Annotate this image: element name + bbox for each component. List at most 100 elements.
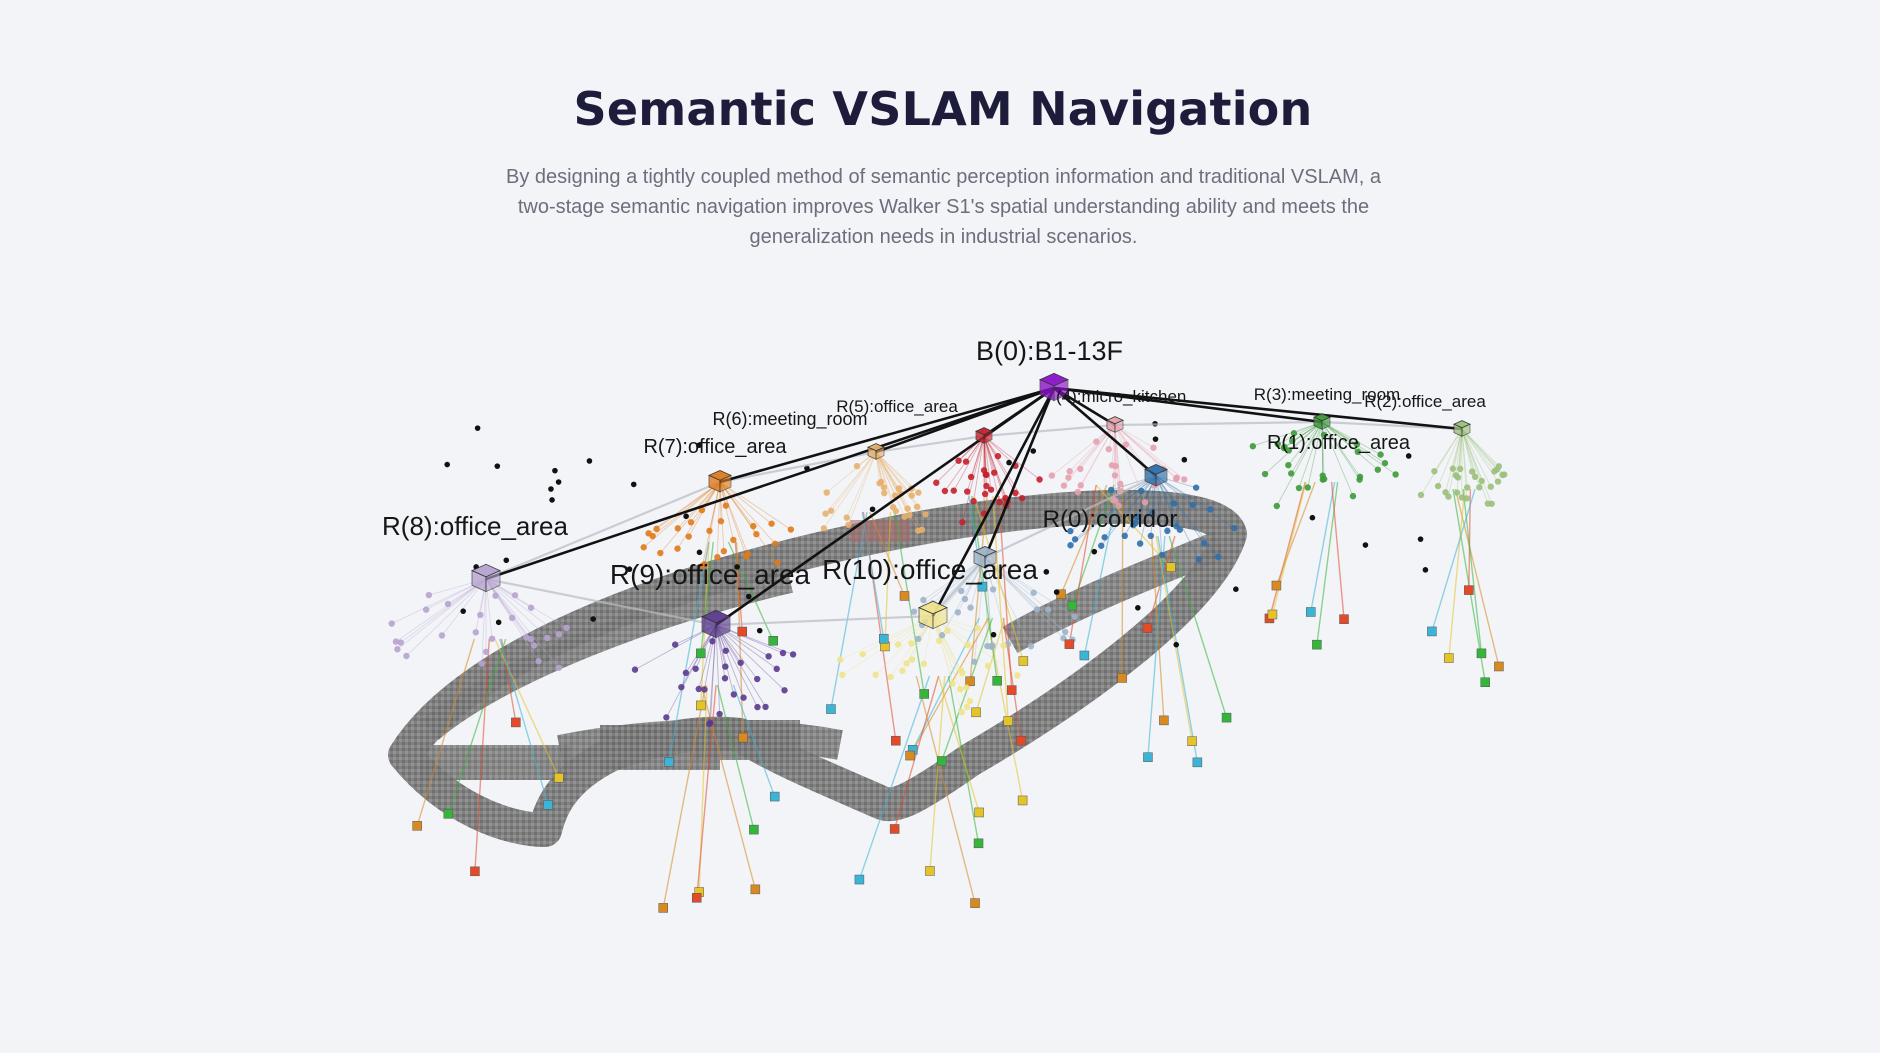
room-labels: R(0):corridorR(1):office_areaR(2):office… xyxy=(382,336,1486,590)
object-link xyxy=(923,557,986,601)
object-link xyxy=(1124,475,1157,537)
object-drop-link xyxy=(1271,481,1307,615)
object-drop-link xyxy=(1083,484,1121,656)
object-node xyxy=(915,635,922,643)
object-node xyxy=(915,527,922,534)
object-link xyxy=(1079,424,1116,470)
object-link xyxy=(1155,475,1205,544)
marker-dot xyxy=(444,461,451,468)
object-drop-link xyxy=(929,675,946,872)
object-node xyxy=(822,510,829,517)
object-node xyxy=(773,665,780,673)
object-link xyxy=(485,578,532,640)
object-link xyxy=(1276,421,1323,507)
object-node xyxy=(425,591,433,599)
floor-object-cube xyxy=(1016,735,1026,746)
object-link xyxy=(1461,428,1473,472)
floor-object-cube xyxy=(737,626,748,637)
object-node xyxy=(1476,484,1483,491)
object-node xyxy=(754,675,761,683)
object-link xyxy=(973,435,985,502)
object-node xyxy=(843,514,850,521)
object-node xyxy=(996,498,1003,506)
object-node xyxy=(920,660,928,668)
object-link xyxy=(485,578,548,639)
room-label-r1: R(1):office_area xyxy=(1267,432,1411,454)
object-link xyxy=(1051,424,1116,476)
object-node xyxy=(1285,461,1292,469)
floor-object-cube xyxy=(889,824,900,834)
object-link xyxy=(1104,475,1157,538)
marker-dot xyxy=(1006,459,1012,466)
marker-dot xyxy=(1030,448,1037,454)
object-link xyxy=(847,451,877,526)
floor-object-cube xyxy=(769,791,780,802)
object-node xyxy=(1067,542,1074,549)
object-drop-link xyxy=(494,638,560,779)
object-drop-link xyxy=(998,495,1013,691)
object-node xyxy=(720,548,728,555)
floor-object-cube xyxy=(1017,795,1028,806)
object-node xyxy=(827,507,835,514)
floor-object-cube xyxy=(1006,685,1017,695)
object-link xyxy=(932,615,963,713)
floor-object-cube xyxy=(1476,648,1487,659)
object-node xyxy=(958,708,965,716)
room-node-r10 xyxy=(918,600,948,630)
floor-object-cube xyxy=(738,732,748,743)
object-link xyxy=(1321,421,1325,480)
object-link xyxy=(1114,424,1121,484)
object-node xyxy=(1071,536,1079,543)
marker-dot xyxy=(548,486,554,492)
object-drop-link xyxy=(732,684,776,797)
floor-object-cube xyxy=(1067,600,1078,611)
object-node xyxy=(1065,474,1072,481)
object-node xyxy=(1137,487,1145,495)
object-drop-link xyxy=(1268,481,1306,619)
object-node xyxy=(1353,440,1361,448)
marker-dot xyxy=(626,566,633,573)
object-link xyxy=(715,624,758,708)
object-node xyxy=(482,648,490,655)
object-drop-link xyxy=(700,541,714,654)
object-node xyxy=(1356,473,1364,481)
object-node xyxy=(941,487,949,495)
object-node xyxy=(1453,489,1461,496)
floor-object-cube xyxy=(925,866,935,876)
object-node xyxy=(967,473,975,481)
object-node xyxy=(674,525,682,532)
object-node xyxy=(1471,473,1479,481)
object-node xyxy=(523,634,530,641)
object-link xyxy=(1321,421,1324,476)
object-node xyxy=(1036,476,1043,483)
object-link xyxy=(1461,428,1500,467)
floor-object-cube xyxy=(992,676,1002,686)
room-nodes xyxy=(471,372,1471,639)
object-node xyxy=(1354,448,1362,456)
floor-object-cube xyxy=(973,838,984,849)
object-node xyxy=(970,497,977,505)
object-link xyxy=(846,451,877,518)
floor-object-cube xyxy=(936,756,947,766)
object-link xyxy=(1420,428,1463,496)
object-node xyxy=(915,489,922,496)
object-node xyxy=(1033,606,1041,613)
floor-object-cube xyxy=(1018,656,1029,666)
object-node xyxy=(1067,527,1074,535)
object-node xyxy=(922,511,929,518)
room-adjacency-link xyxy=(485,480,721,581)
object-link xyxy=(1321,421,1379,471)
marker-dot xyxy=(1233,586,1239,592)
object-node xyxy=(653,525,660,533)
room-label-r5: R(5):office_area xyxy=(836,397,958,416)
floor-object-cube xyxy=(971,707,981,718)
object-link xyxy=(1461,428,1493,504)
object-node xyxy=(903,660,910,667)
object-node xyxy=(730,691,738,698)
building-room-link xyxy=(485,386,1055,581)
object-node xyxy=(1285,447,1292,454)
floor-object-cube xyxy=(750,884,761,895)
object-node xyxy=(988,643,996,651)
floor-object-cube xyxy=(1221,712,1232,723)
room-label-r0: R(0):corridor xyxy=(1043,506,1178,533)
